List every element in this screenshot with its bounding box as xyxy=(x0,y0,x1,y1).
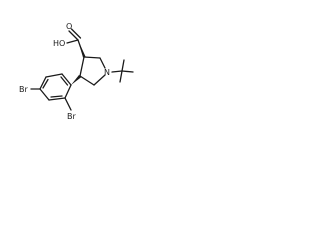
bromine-substituents: Br Br xyxy=(19,85,76,121)
aromatic-inner-line-a xyxy=(50,95,63,98)
dibromophenyl-ring xyxy=(39,73,72,101)
hydroxyl-label: HO xyxy=(53,39,65,48)
bond-ar-c2-c3 xyxy=(48,97,66,101)
bond-ar-c1-c2 xyxy=(64,84,72,99)
bond-tbu-methyl-right xyxy=(121,70,134,73)
stereo-wedge-c4 xyxy=(71,75,82,85)
chemical-structure-diagram: O HO N Br Br xyxy=(19,22,134,121)
bond-carbonyl-double-a xyxy=(68,30,79,41)
carbonyl-oxygen-label: O xyxy=(66,22,72,31)
bond-n1-quaternary-carbon xyxy=(111,70,123,73)
bond-tbu-methyl-up xyxy=(121,59,125,72)
para-bromine-label: Br xyxy=(19,85,28,94)
ring-nitrogen-label: N xyxy=(104,68,110,77)
ortho-bromine-label: Br xyxy=(67,112,76,121)
bond-ar-c5-c6 xyxy=(45,73,63,78)
bond-ar-c6-c1 xyxy=(61,73,72,86)
bond-carbonyl-double-b xyxy=(70,28,82,39)
aromatic-inner-line-b xyxy=(42,78,49,89)
bond-ar-c4-c5 xyxy=(39,76,47,90)
bond-carboxyl-hydroxyl xyxy=(66,39,79,44)
bond-c5-c4 xyxy=(79,75,95,86)
pyrrolidine-ring: N xyxy=(79,56,110,86)
bond-tbu-methyl-down xyxy=(119,70,123,83)
bond-c2-n1 xyxy=(99,57,106,69)
bond-c4-c3 xyxy=(79,56,85,77)
carboxylic-acid-group: O HO xyxy=(53,22,85,58)
bond-n1-c5 xyxy=(93,74,106,86)
bond-ar-c3-c4 xyxy=(39,88,50,101)
bond-c3-c2 xyxy=(83,56,101,59)
aromatic-inner-line-c xyxy=(60,76,69,86)
stereo-wedge-c3 xyxy=(78,40,86,58)
bond-ortho-bromine xyxy=(64,97,72,111)
tert-butyl-group xyxy=(111,59,134,83)
